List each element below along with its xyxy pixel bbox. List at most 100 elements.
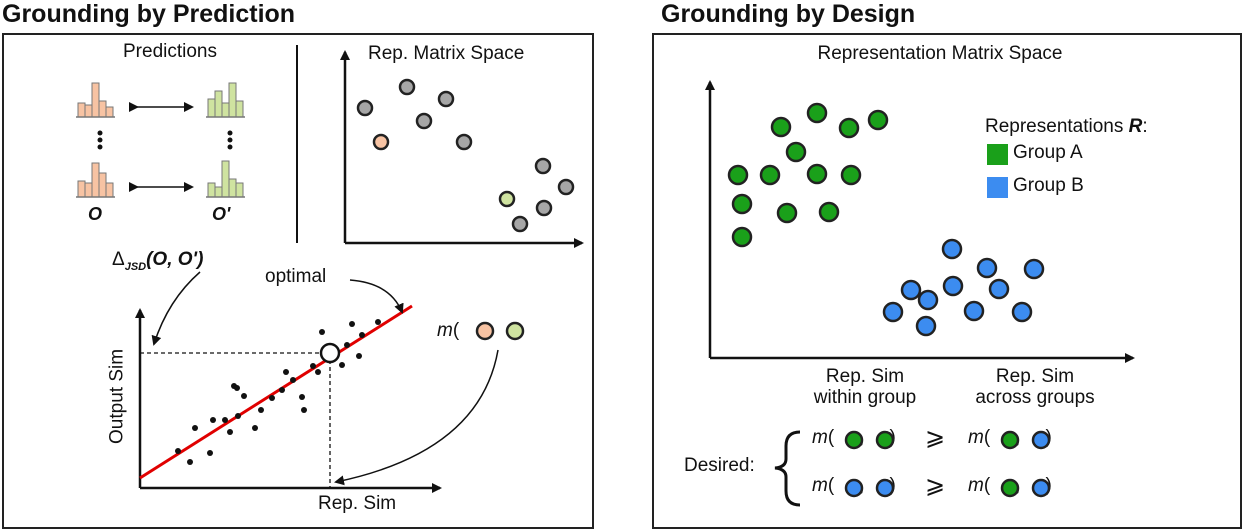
- ineq1-right-circles-second: [1031, 430, 1051, 450]
- optimal-arrow: [349, 279, 404, 314]
- group-b-point: [1011, 301, 1033, 323]
- histogram-oprime-bottom-bar: [207, 182, 216, 198]
- grey-point: [534, 157, 552, 175]
- scatter-point: [252, 425, 258, 431]
- histogram-oprime-top-bar: [214, 90, 223, 118]
- ineq2-geq: ⩾: [925, 472, 946, 499]
- within-line1: Rep. Sim: [825, 366, 905, 387]
- metric-open: (: [452, 320, 460, 341]
- group-a-point: [759, 164, 781, 186]
- open: (: [827, 427, 835, 448]
- legend-colon: :: [1142, 116, 1148, 137]
- group-b-point: [988, 278, 1010, 300]
- desired-label: Desired:: [684, 455, 755, 476]
- scatter-point: [375, 319, 381, 325]
- scatter-point: [349, 321, 355, 327]
- delta-to-yaxis-arrow: [151, 271, 201, 346]
- grey-point: [455, 133, 473, 151]
- legend-group-a-swatch: [987, 144, 1008, 165]
- histogram-oprime-top-bar: [235, 100, 244, 118]
- legend-group-b-swatch: [987, 177, 1008, 198]
- scatter-point: [344, 342, 350, 348]
- ineq1-left-circles-first: [844, 430, 864, 450]
- histogram-o-top-bar: [105, 106, 114, 118]
- metric-m: m: [437, 320, 453, 341]
- group-b-point: [917, 289, 939, 311]
- group-b-point: [900, 279, 922, 301]
- scatter-point: [283, 369, 289, 375]
- within-line2: within group: [813, 386, 917, 408]
- rep-matrix-space-label: Rep. Matrix Space: [368, 43, 525, 64]
- legend-group-a-label: Group A: [1013, 142, 1083, 163]
- group-a-point: [840, 164, 862, 186]
- grey-point: [535, 199, 553, 217]
- ellipsis-dot: [97, 144, 103, 150]
- scatter-point: [359, 332, 365, 338]
- group-b-point: [1023, 258, 1045, 280]
- scatter-point: [192, 425, 198, 431]
- m: m: [812, 427, 828, 448]
- ellipsis-dot: [227, 144, 233, 150]
- group-a-point: [731, 226, 753, 248]
- scatter-point: [235, 413, 241, 419]
- group-b-point: [976, 257, 998, 279]
- group-a-point: [818, 201, 840, 223]
- open: (: [983, 475, 991, 496]
- ellipsis-dot: [97, 130, 103, 136]
- optimal-point: [319, 342, 341, 364]
- scatter-point: [187, 459, 193, 465]
- histogram-oprime-top-bar: [207, 98, 216, 118]
- across-line2: across groups: [975, 386, 1095, 408]
- scatter-point: [310, 363, 316, 369]
- metric-to-xaxis-arrow: [334, 349, 499, 486]
- histogram-o-bottom-bar: [105, 182, 114, 198]
- ineq2-left-circles-first: [844, 478, 864, 498]
- ellipsis-dot: [227, 130, 233, 136]
- group-b-point: [941, 238, 963, 260]
- grey-point: [398, 78, 416, 96]
- ineq1-geq: ⩾: [925, 424, 946, 451]
- group-a-point: [806, 163, 828, 185]
- fit-line: [139, 304, 413, 480]
- scatter-point: [241, 393, 247, 399]
- ellipsis-dot: [227, 137, 233, 143]
- group-b-point: [963, 300, 985, 322]
- histogram-o-top-bar: [91, 82, 100, 118]
- scatter-point: [269, 395, 275, 401]
- group-a-point: [785, 141, 807, 163]
- ineq1-left-circles-second: [875, 430, 895, 450]
- grey-point: [415, 112, 433, 130]
- ineq2-left-circles-second: [875, 478, 895, 498]
- delta-jsd-label: ΔJSD(O, O'): [112, 249, 203, 273]
- group-a-point: [731, 193, 753, 215]
- optimal-label: optimal: [265, 266, 327, 287]
- group-a-point: [867, 109, 889, 131]
- scatter-point: [339, 362, 345, 368]
- across-line1: Rep. Sim: [995, 366, 1075, 387]
- histogram-o-top-bar: [77, 102, 86, 118]
- ineq2-right-circles-second: [1031, 478, 1051, 498]
- scatter-point: [210, 417, 216, 423]
- histogram-o-top-bar: [84, 104, 93, 118]
- scatter-point: [234, 385, 240, 391]
- scatter-point: [227, 429, 233, 435]
- histogram-oprime-top-bar: [221, 102, 230, 118]
- histogram-o-top-bar: [98, 100, 107, 118]
- group-b-point: [915, 315, 937, 337]
- histogram-oprime-top-bar: [228, 82, 237, 118]
- o-label: O: [88, 204, 103, 224]
- curly-brace: [774, 430, 801, 507]
- scatter-point: [207, 450, 213, 456]
- legend-group-b-label: Group B: [1013, 175, 1084, 196]
- group-a-point: [776, 202, 798, 224]
- open: (: [983, 427, 991, 448]
- scatter-point: [175, 448, 181, 454]
- ineq2-right-circles-first: [1000, 478, 1020, 498]
- m: m: [968, 475, 984, 496]
- rep-sim-xlabel: Rep. Sim: [318, 493, 397, 514]
- metric-circle-orange: [475, 321, 495, 341]
- group-a-point: [806, 102, 828, 124]
- histogram-o-bottom-bar: [98, 172, 107, 198]
